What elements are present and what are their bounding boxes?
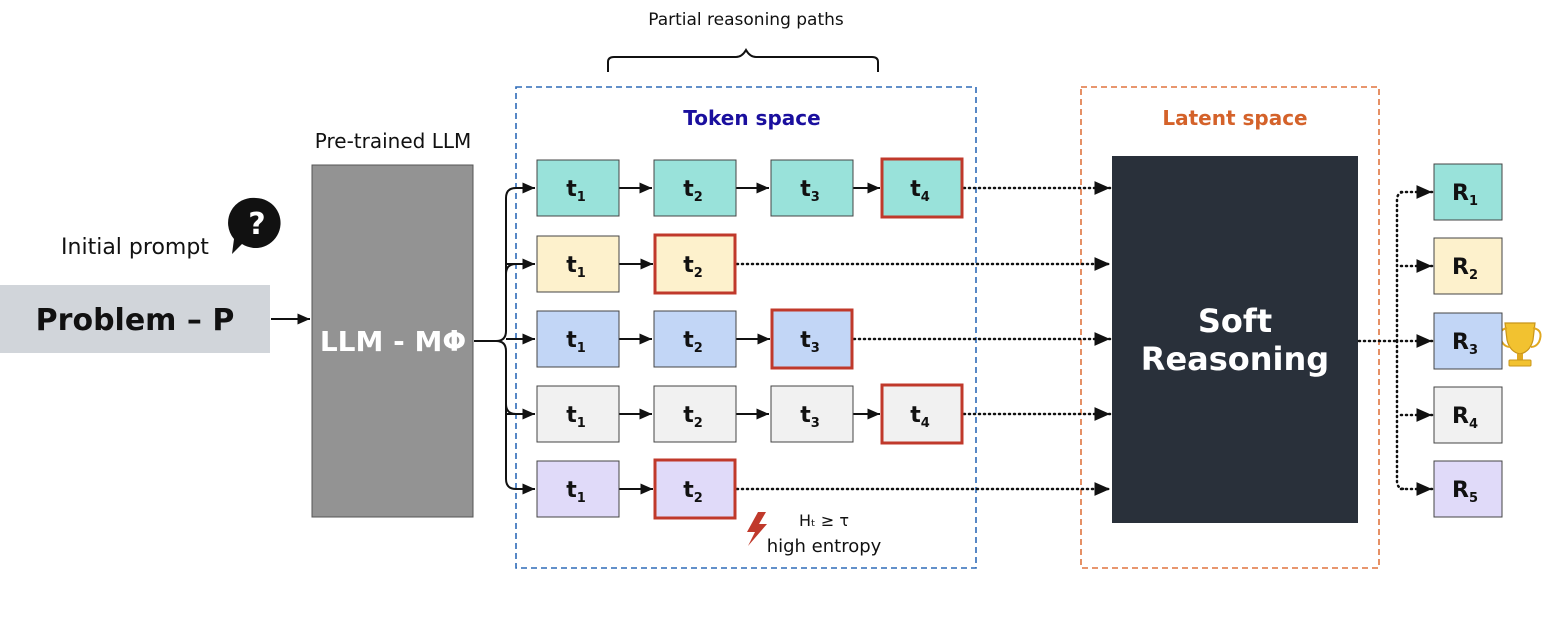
token-subscript: 2 [694,491,703,506]
result-box-rect [1433,386,1503,444]
token-box: t3 [770,159,854,217]
token-box-high-entropy [653,458,737,520]
token-box-high-entropy [880,383,964,445]
brace [607,47,879,72]
token-subscript: 2 [694,266,703,281]
result-subscript: 4 [1469,417,1478,432]
result-branch-up [1395,190,1407,343]
token-box-rect [536,460,620,518]
fanout-elbow [505,403,517,415]
token-subscript: 1 [577,266,586,281]
token-box-high-entropy [653,233,737,295]
result-box: R5 [1433,460,1503,518]
svg-text:?: ? [248,207,265,242]
result-box: R4 [1433,386,1503,444]
token-box: t2 [653,159,737,217]
llm-block [311,164,474,518]
result-box-rect [1433,237,1503,295]
token-subscript: 2 [694,416,703,431]
soft-reasoning-line2: Reasoning [1141,340,1329,378]
result-box: R1 [1433,163,1503,221]
entropy-label: high entropy [767,536,882,557]
token-box: t1 [536,159,620,217]
token-box: t1 [536,460,620,518]
token-box-rect [653,310,737,368]
token-box: t2 [653,310,737,368]
token-box-rect [536,310,620,368]
brace-label: Partial reasoning paths [648,10,844,30]
result-subscript: 1 [1469,194,1478,209]
token-subscript: 4 [921,190,930,205]
token-subscript: 1 [577,416,586,431]
token-space-title: Token space [683,106,820,130]
problem-box [0,285,270,353]
token-box-high-entropy [880,157,964,219]
token-box-rect [770,159,854,217]
connectors [474,181,1434,496]
token-box-rect [536,385,620,443]
token-box: t3 [770,385,854,443]
token-box: t1 [536,385,620,443]
token-subscript: 3 [811,341,820,356]
token-box-rect [536,159,620,217]
token-box: t2 [653,458,737,520]
problem-label: Problem – P [36,303,235,338]
result-subscript: 3 [1469,343,1478,358]
llm-caption: Pre-trained LLM [315,129,471,153]
token-space-frame [515,86,977,569]
token-box-rect [770,385,854,443]
result-subscript: 2 [1469,268,1478,283]
result-box-rect [1433,312,1503,370]
token-box: t1 [536,235,620,293]
token-box: t4 [880,383,964,445]
result-box-rect [1433,460,1503,518]
soft-reasoning-line1: Soft [1198,302,1272,340]
token-subscript: 2 [694,190,703,205]
token-box-rect [653,159,737,217]
trophy-icon [1499,322,1542,367]
token-subscript: 1 [577,491,586,506]
question-bubble-icon: ? [228,197,281,254]
token-subscript: 3 [811,190,820,205]
result-box: R3 [1433,312,1503,370]
token-subscript: 4 [921,416,930,431]
token-box: t4 [880,157,964,219]
token-box: t2 [653,233,737,295]
token-subscript: 2 [694,341,703,356]
token-subscript: 3 [811,416,820,431]
result-box: R2 [1433,237,1503,295]
token-subscript: 1 [577,341,586,356]
soft-reasoning-block [1112,156,1358,523]
result-subscript: 5 [1469,491,1478,506]
initial-prompt-label: Initial prompt [61,235,209,260]
token-subscript: 1 [577,190,586,205]
token-rows: t1 t2 t3 t4 t1 t2 t1 t2 t3 t1 t2 t3 t4 t1 t2 [536,157,964,520]
result-box-rect [1433,163,1503,221]
token-box-rect [653,385,737,443]
token-box-rect [536,235,620,293]
token-box: t1 [536,310,620,368]
result-branch-down [1395,339,1407,491]
token-box: t3 [770,308,854,370]
entropy-symbol: Hₜ ≥ τ [799,511,849,530]
token-box: t2 [653,385,737,443]
token-box-high-entropy [770,308,854,370]
llm-label: LLM - MΦ [320,325,466,358]
fanout-elbow [505,263,517,275]
latent-space-title: Latent space [1162,106,1307,130]
lightning-icon [747,512,767,546]
